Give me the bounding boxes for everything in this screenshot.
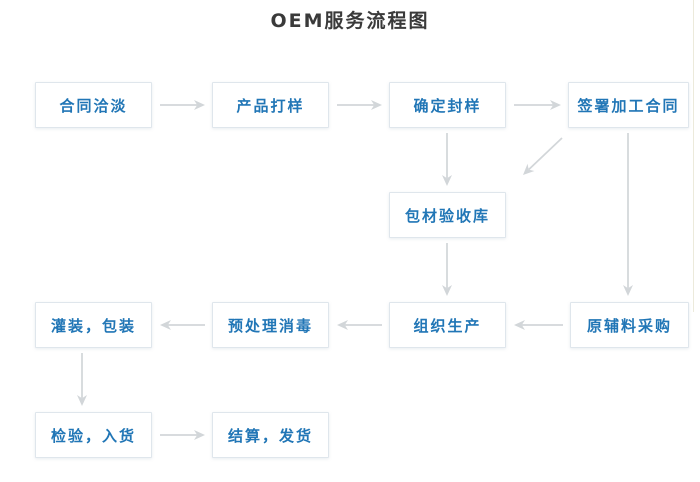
node-label: 包材验收库 (404, 206, 490, 225)
arrow-edge-filling-to-inspection (77, 353, 87, 406)
node-label: 预处理消毒 (227, 316, 313, 335)
node-label: 结算，发货 (227, 426, 313, 445)
arrow-edge-contract-to-sampling (160, 100, 205, 110)
node-label: 产品打样 (236, 96, 305, 115)
arrow-edge-seal-to-sign (514, 100, 561, 110)
node-packaging-acceptance[interactable]: 包材验收库 (389, 192, 506, 238)
node-label: 合同洽淡 (59, 96, 128, 115)
arrow-edge-sampling-to-seal (337, 100, 382, 110)
node-contract-negotiation[interactable]: 合同洽淡 (35, 82, 152, 128)
arrow-edge-sign-to-raw-material (623, 133, 633, 296)
arrow-edge-pretreat-to-filling (160, 320, 205, 330)
node-label: 组织生产 (413, 316, 482, 335)
node-settlement-shipping[interactable]: 结算，发货 (212, 412, 329, 458)
node-product-sampling[interactable]: 产品打样 (212, 82, 329, 128)
node-raw-material-purchase[interactable]: 原辅料采购 (570, 302, 689, 348)
arrow-edge-production-to-pretreat (337, 320, 382, 330)
node-confirm-seal-sample[interactable]: 确定封样 (389, 82, 506, 128)
arrow-edge-seal-to-packaging (442, 133, 452, 186)
node-pretreat-sterilize[interactable]: 预处理消毒 (212, 302, 329, 348)
node-sign-processing-contract[interactable]: 签署加工合同 (568, 82, 689, 128)
node-organize-production[interactable]: 组织生产 (389, 302, 506, 348)
node-inspection-receiving[interactable]: 检验，入货 (35, 412, 152, 458)
node-label: 原辅料采购 (586, 316, 672, 335)
node-filling-packing[interactable]: 灌装，包装 (35, 302, 152, 348)
arrow-edge-sign-to-packaging-diagonal (523, 137, 563, 175)
arrow-edge-packaging-to-production (442, 243, 452, 296)
right-vertical-rule (693, 0, 694, 312)
node-label: 检验，入货 (50, 426, 136, 445)
node-label: 签署加工合同 (577, 96, 680, 115)
node-label: 确定封样 (413, 96, 482, 115)
arrow-edge-inspection-to-settlement (160, 430, 205, 440)
page-title: OEM服务流程图 (270, 10, 430, 32)
arrow-edge-raw-material-to-production (514, 320, 563, 330)
node-label: 灌装，包装 (50, 316, 136, 335)
